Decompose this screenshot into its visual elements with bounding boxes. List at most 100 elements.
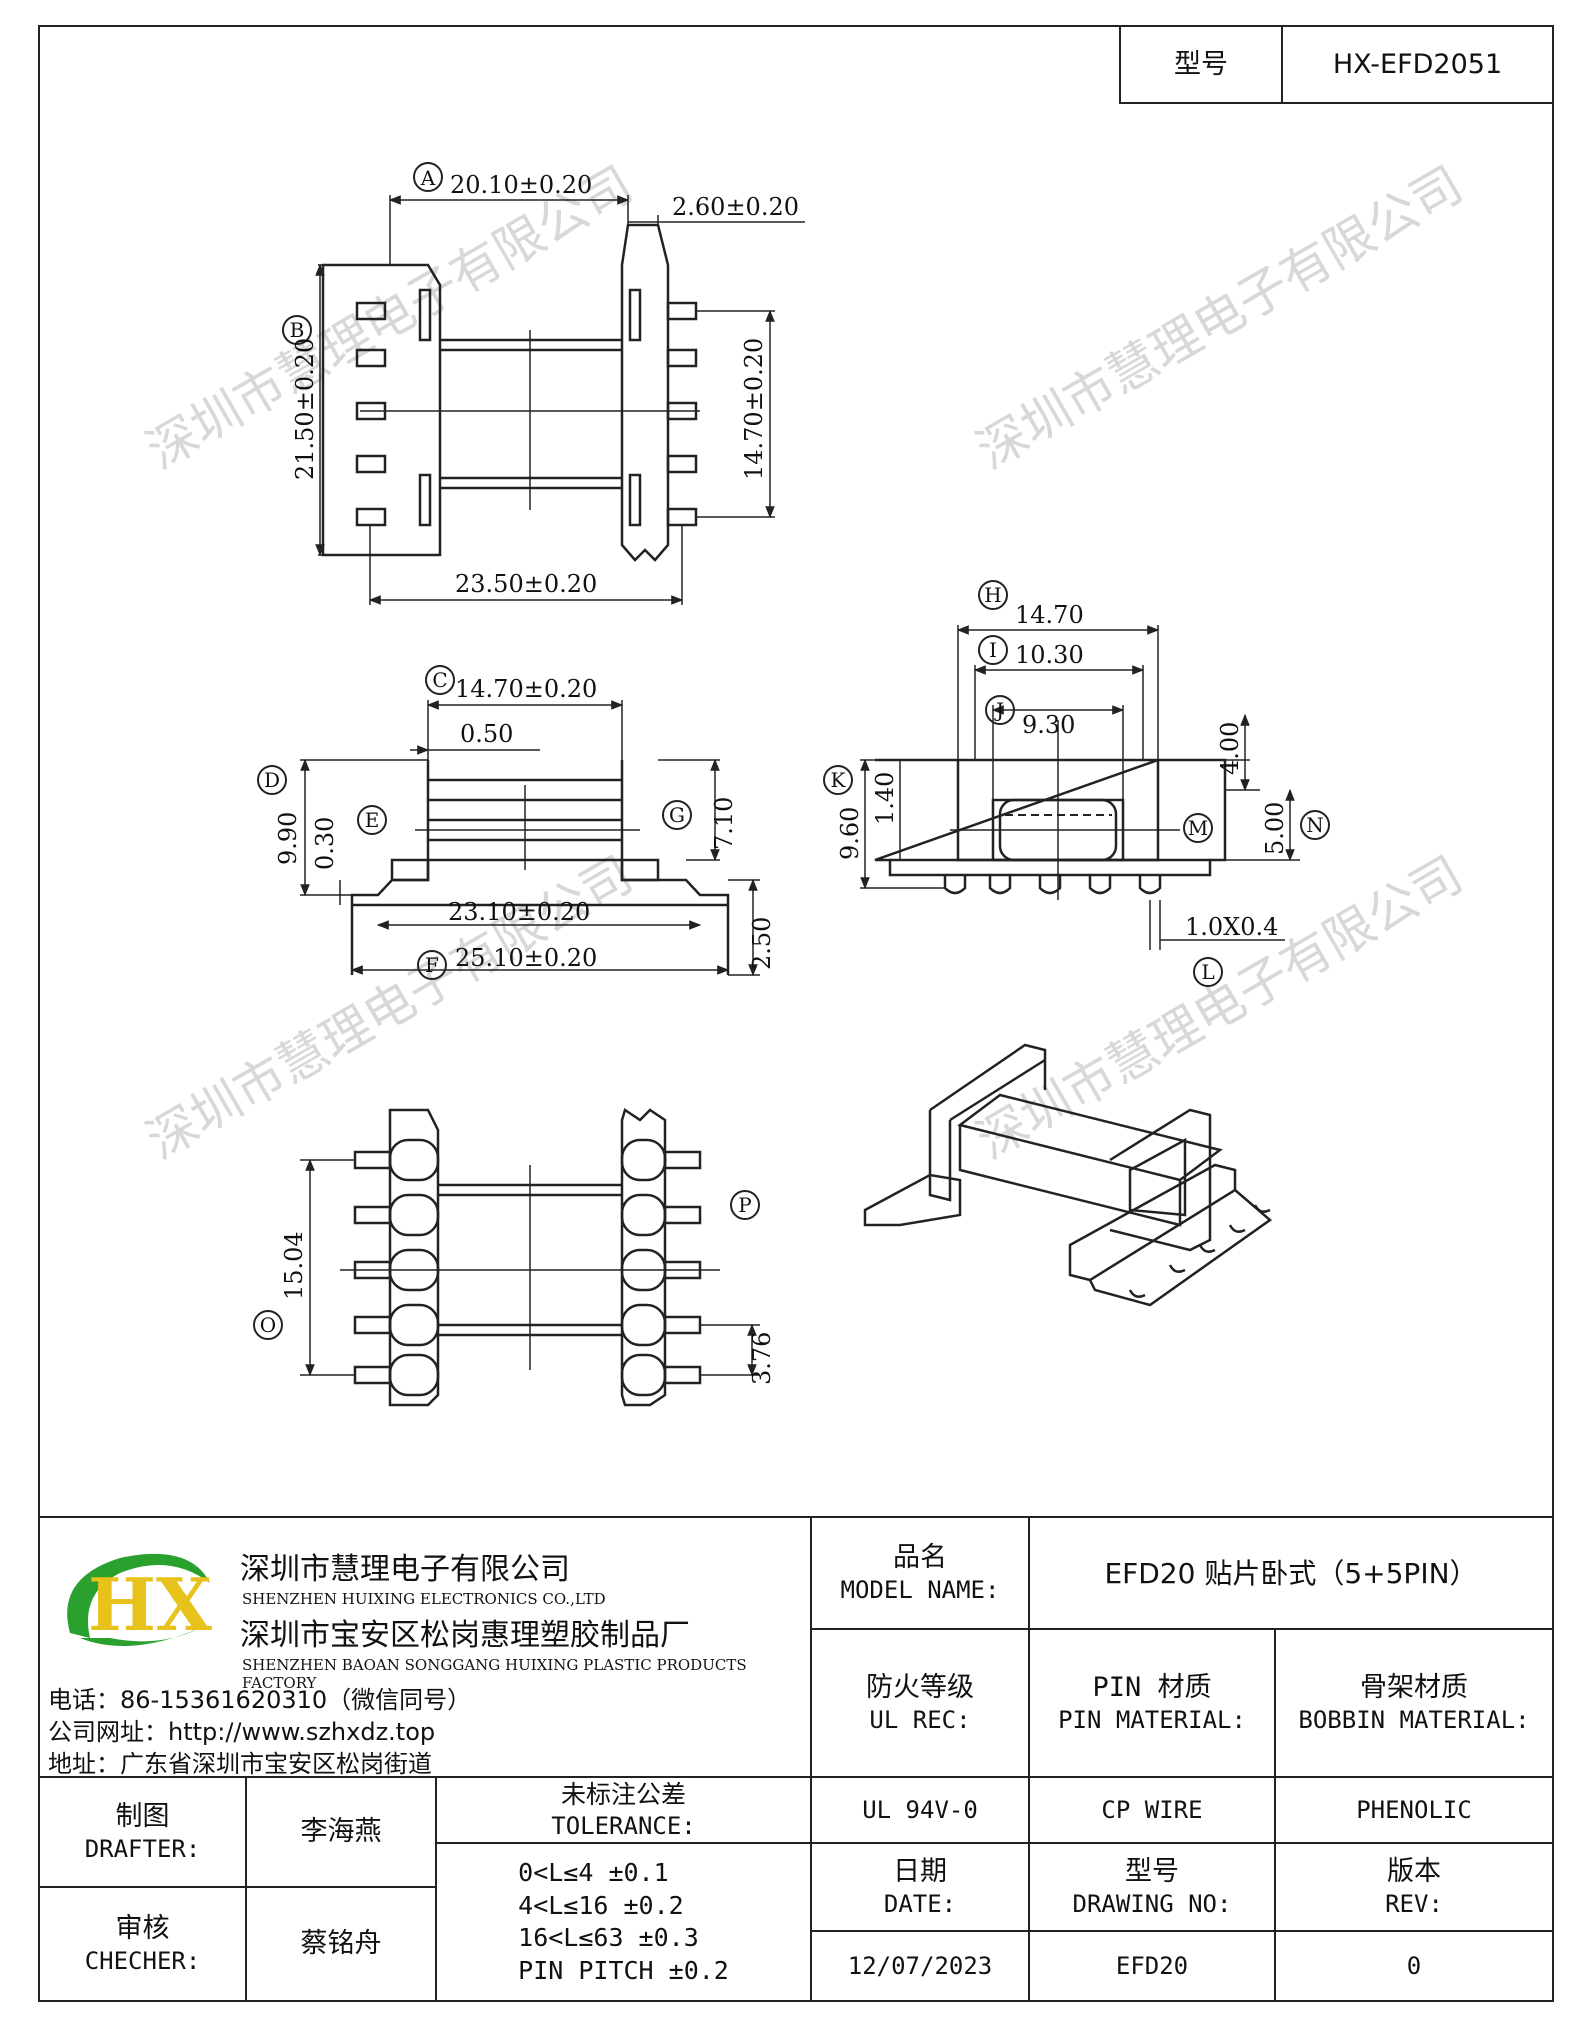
label-I: I bbox=[989, 638, 997, 662]
model-header-value: HX-EFD2051 bbox=[1281, 27, 1552, 102]
dim-C: 14.70±0.20 bbox=[455, 675, 597, 703]
tolerance-line: PIN PITCH ±0.2 bbox=[518, 1955, 729, 1985]
dim-050: 0.50 bbox=[460, 720, 513, 748]
isometric-view bbox=[863, 1043, 1273, 1307]
dim-1470-top: 14.70±0.20 bbox=[740, 338, 768, 480]
tolerance-line: 16<L≤63 ±0.3 bbox=[518, 1923, 699, 1952]
checker-label: 审核 CHECHER: bbox=[40, 1886, 245, 2000]
dim-030: 0.30 bbox=[311, 817, 339, 870]
model-name-cn: 品名 bbox=[893, 1542, 947, 1574]
dim-500: 5.00 bbox=[1261, 802, 1289, 855]
top-view bbox=[282, 162, 805, 605]
date-value: 12/07/2023 bbox=[810, 1930, 1028, 2000]
dim-L: 1.0X0.4 bbox=[1185, 913, 1278, 941]
model-header: 型号 HX-EFD2051 bbox=[1119, 25, 1554, 104]
drafter-name: 李海燕 bbox=[245, 1776, 435, 1886]
dim-H: 14.70 bbox=[1015, 601, 1084, 629]
title-block: HX 深圳市慧理电子有限公司 SHENZHEN HUIXING ELECTRON… bbox=[38, 1516, 1554, 2002]
factory-name-cn: 深圳市宝安区松岗惠理塑胶制品厂 bbox=[240, 1618, 690, 1653]
tolerance-values: 0<L≤4 ±0.1 4<L≤16 ±0.2 16<L≤63 ±0.3 PIN … bbox=[435, 1842, 810, 2000]
label-M: M bbox=[1188, 816, 1208, 840]
drawing-no-label: 型号 DRAWING NO: bbox=[1028, 1842, 1274, 1930]
bobbin-material-label: 骨架材质 BOBBIN MATERIAL: bbox=[1274, 1628, 1552, 1776]
bobbin-material-en: BOBBIN MATERIAL: bbox=[1298, 1705, 1530, 1734]
label-P: P bbox=[738, 1193, 751, 1217]
rev-en: REV: bbox=[1385, 1889, 1443, 1918]
dim-250: 2.50 bbox=[748, 917, 776, 970]
tolerance-line: 0<L≤4 ±0.1 bbox=[518, 1858, 669, 1887]
dim-2310: 23.10±0.20 bbox=[448, 898, 590, 926]
label-A: A bbox=[420, 166, 436, 190]
ul-rec-cn: 防火等级 bbox=[866, 1672, 974, 1704]
label-F: F bbox=[425, 953, 439, 977]
rev-label: 版本 REV: bbox=[1274, 1842, 1552, 1930]
ul-rec-label: 防火等级 UL REC: bbox=[810, 1628, 1028, 1776]
logo-letters: HX bbox=[88, 1562, 212, 1647]
date-label: 日期 DATE: bbox=[810, 1842, 1028, 1930]
label-D: D bbox=[264, 768, 280, 792]
label-O: O bbox=[260, 1313, 276, 1337]
tolerance-cn: 未标注公差 bbox=[560, 1780, 686, 1810]
model-name-en: MODEL NAME: bbox=[840, 1575, 1000, 1604]
technical-drawing: 深圳市慧理电子有限公司 深圳市慧理电子有限公司 深圳市慧理电子有限公司 深圳市慧… bbox=[137, 155, 1472, 1407]
label-E: E bbox=[365, 808, 380, 832]
company-logo: HX bbox=[67, 1553, 212, 1647]
drawing-no-cn: 型号 bbox=[1125, 1856, 1179, 1888]
label-K: K bbox=[831, 768, 847, 792]
pin-material-en: PIN MATERIAL: bbox=[1058, 1705, 1246, 1734]
watermark-group: 深圳市慧理电子有限公司 深圳市慧理电子有限公司 深圳市慧理电子有限公司 深圳市慧… bbox=[137, 155, 1472, 1170]
dim-J: 9.30 bbox=[1022, 711, 1075, 739]
label-G: G bbox=[669, 803, 685, 827]
date-en: DATE: bbox=[883, 1889, 957, 1918]
company-website: 公司网址：http://www.szhxdz.top bbox=[48, 1718, 436, 1746]
drafter-cn: 制图 bbox=[115, 1801, 170, 1833]
label-B: B bbox=[290, 318, 305, 342]
tolerance-line: 4<L≤16 ±0.2 bbox=[518, 1890, 684, 1920]
dim-990: 9.90 bbox=[274, 812, 302, 865]
label-J: J bbox=[994, 698, 1004, 722]
checker-name: 蔡铭舟 bbox=[245, 1886, 435, 2000]
ul-rec-value: UL 94V-0 bbox=[810, 1776, 1028, 1842]
label-L: L bbox=[1201, 960, 1214, 984]
dim-O: 15.04 bbox=[280, 1231, 308, 1300]
dim-A: 20.10±0.20 bbox=[450, 171, 592, 199]
model-header-label: 型号 bbox=[1174, 48, 1228, 80]
dim-B: 21.50±0.20 bbox=[291, 338, 319, 480]
pin-material-label: PIN 材质 PIN MATERIAL: bbox=[1028, 1628, 1274, 1776]
date-cn: 日期 bbox=[893, 1856, 947, 1888]
label-H: H bbox=[984, 583, 1001, 607]
checker-en: CHECHER: bbox=[84, 1946, 201, 1975]
ul-rec-en: UL REC: bbox=[869, 1705, 971, 1734]
company-name-en: SHENZHEN HUIXING ELECTRONICS CO.,LTD bbox=[242, 1590, 606, 1608]
dim-260: 2.60±0.20 bbox=[672, 193, 799, 221]
model-name-value: EFD20 贴片卧式（5+5PIN） bbox=[1028, 1518, 1552, 1628]
drafter-en: DRAFTER: bbox=[84, 1834, 201, 1863]
model-name-label: 品名 MODEL NAME: bbox=[810, 1518, 1028, 1628]
company-address: 地址：广东省深圳市宝安区松岗街道 bbox=[48, 1750, 432, 1778]
dim-I: 10.30 bbox=[1015, 641, 1084, 669]
pin-material-value: CP WIRE bbox=[1028, 1776, 1274, 1842]
watermark-text: 深圳市慧理电子有限公司 bbox=[967, 155, 1472, 480]
dim-140: 1.40 bbox=[871, 772, 899, 825]
bobbin-material-value: PHENOLIC bbox=[1274, 1776, 1552, 1842]
tolerance-list: 0<L≤4 ±0.1 4<L≤16 ±0.2 16<L≤63 ±0.3 PIN … bbox=[518, 1857, 729, 1987]
dim-P: 3.76 bbox=[748, 1332, 776, 1385]
rev-cn: 版本 bbox=[1387, 1856, 1441, 1888]
bottom-view bbox=[253, 1108, 760, 1407]
tolerance-en: TOLERANCE: bbox=[551, 1811, 696, 1840]
watermark-text: 深圳市慧理电子有限公司 bbox=[967, 845, 1472, 1170]
dim-400: 4.00 bbox=[1216, 722, 1244, 775]
label-C: C bbox=[432, 668, 447, 692]
label-N: N bbox=[1306, 813, 1324, 837]
rev-value: 0 bbox=[1274, 1930, 1552, 2000]
bobbin-material-cn: 骨架材质 bbox=[1360, 1672, 1468, 1704]
drawing-no-en: DRAWING NO: bbox=[1072, 1889, 1232, 1918]
drafter-label: 制图 DRAFTER: bbox=[40, 1776, 245, 1886]
checker-cn: 审核 bbox=[115, 1913, 170, 1945]
company-area: HX 深圳市慧理电子有限公司 SHENZHEN HUIXING ELECTRON… bbox=[40, 1518, 810, 1778]
dim-960: 9.60 bbox=[836, 807, 864, 860]
tolerance-label: 未标注公差 TOLERANCE: bbox=[435, 1776, 810, 1842]
dim-710: 7.10 bbox=[710, 797, 738, 850]
side-view bbox=[823, 580, 1330, 987]
factory-name-en: SHENZHEN BAOAN SONGGANG HUIXING PLASTIC … bbox=[242, 1656, 747, 1692]
